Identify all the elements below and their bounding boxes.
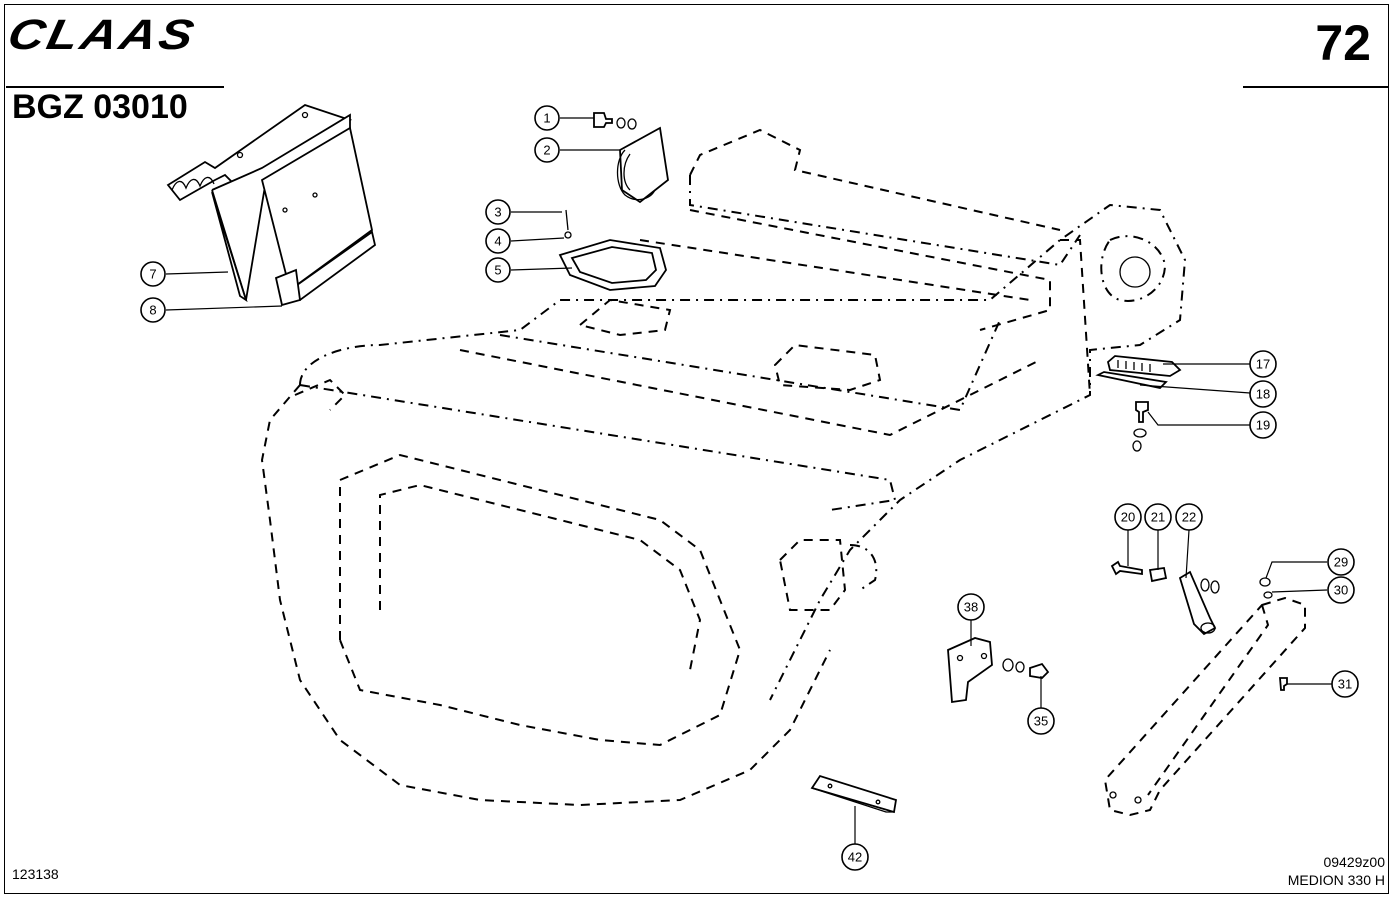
svg-text:31: 31 <box>1338 677 1352 692</box>
svg-text:35: 35 <box>1034 714 1048 729</box>
svg-text:30: 30 <box>1334 583 1348 598</box>
plate-assembly-7-8 <box>166 104 377 307</box>
svg-text:1: 1 <box>543 111 550 126</box>
angle-profile-42 <box>810 774 898 814</box>
svg-text:18: 18 <box>1256 387 1270 402</box>
svg-text:19: 19 <box>1256 418 1270 433</box>
bolt-washer-set-1 <box>593 112 637 130</box>
callout-8: 8 <box>140 297 166 323</box>
page-number: 72 <box>1315 15 1371 71</box>
callout-31: 31 <box>1331 670 1359 698</box>
callout-19: 19 <box>1249 411 1277 439</box>
callout-7: 7 <box>140 261 166 287</box>
callout-17: 17 <box>1249 350 1277 378</box>
callout-2: 2 <box>534 137 560 163</box>
callout-18: 18 <box>1249 380 1277 408</box>
lever-assembly-20-21-22 <box>1110 560 1220 636</box>
leader-lines <box>165 117 1332 844</box>
callout-22: 22 <box>1175 503 1203 531</box>
callout-3: 3 <box>485 199 511 225</box>
frame-body-outline <box>260 128 1187 807</box>
svg-text:7: 7 <box>149 267 156 282</box>
handle-bracket-2 <box>616 126 669 204</box>
callout-42: 42 <box>841 843 869 871</box>
svg-text:20: 20 <box>1121 510 1135 525</box>
callout-38: 38 <box>957 593 985 621</box>
page-frame <box>4 4 1389 894</box>
mount-plate-38-35 <box>947 637 1050 704</box>
svg-text:22: 22 <box>1182 510 1196 525</box>
callout-20: 20 <box>1114 503 1142 531</box>
svg-text:3: 3 <box>494 205 501 220</box>
callout-29: 29 <box>1327 548 1355 576</box>
svg-text:21: 21 <box>1151 510 1165 525</box>
header-rule-left <box>6 86 224 88</box>
callout-35: 35 <box>1027 707 1055 735</box>
callout-5: 5 <box>485 257 511 283</box>
callout-30: 30 <box>1327 576 1355 604</box>
callout-1: 1 <box>534 105 560 131</box>
callout-21: 21 <box>1144 503 1172 531</box>
footer-left-reference: 123138 <box>12 866 59 882</box>
svg-text:8: 8 <box>149 303 156 318</box>
support-arm-29-30-31 <box>1103 577 1306 817</box>
document-code: BGZ 03010 <box>12 88 188 126</box>
bracket-strip-17-18-19 <box>1095 355 1182 452</box>
svg-text:5: 5 <box>494 263 501 278</box>
svg-text:38: 38 <box>964 600 978 615</box>
footer-right-reference: 09429z00 <box>1323 854 1385 870</box>
svg-text:42: 42 <box>848 850 862 865</box>
header-rule-right <box>1243 86 1389 88</box>
cover-frame-3-4-5 <box>558 209 667 291</box>
callout-4: 4 <box>485 228 511 254</box>
svg-text:17: 17 <box>1256 357 1270 372</box>
footer-model-name: MEDION 330 H <box>1287 872 1385 888</box>
svg-text:2: 2 <box>543 143 550 158</box>
svg-text:4: 4 <box>494 234 501 249</box>
svg-text:29: 29 <box>1334 555 1348 570</box>
